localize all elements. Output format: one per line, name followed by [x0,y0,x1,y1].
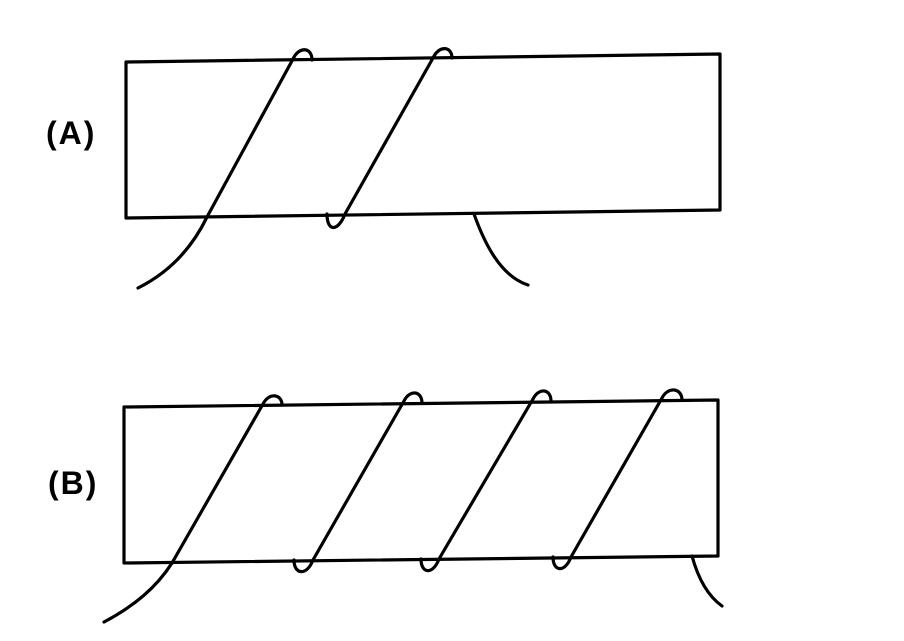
panel-b-label: (B) [48,465,99,501]
panel-b-winding-1 [170,394,284,565]
panel-b-lead-out-wire [690,554,724,608]
panel-b-winding-2 [292,391,424,574]
panel-a [124,47,722,290]
panel-a-winding-1 [205,48,314,219]
panel-b [102,388,724,624]
panel-a-label: (A) [46,115,97,151]
panel-a-lead-out-wire [472,212,530,287]
panel-a-core-rect [124,52,722,220]
panel-b-winding-3 [419,389,553,573]
panel-b-winding-4 [551,388,684,571]
panel-a-lead-in-wire [136,215,209,290]
panel-b-core-rect [122,398,720,565]
panel-a-winding-2 [325,47,454,230]
panel-b-lead-in-wire [102,561,174,624]
